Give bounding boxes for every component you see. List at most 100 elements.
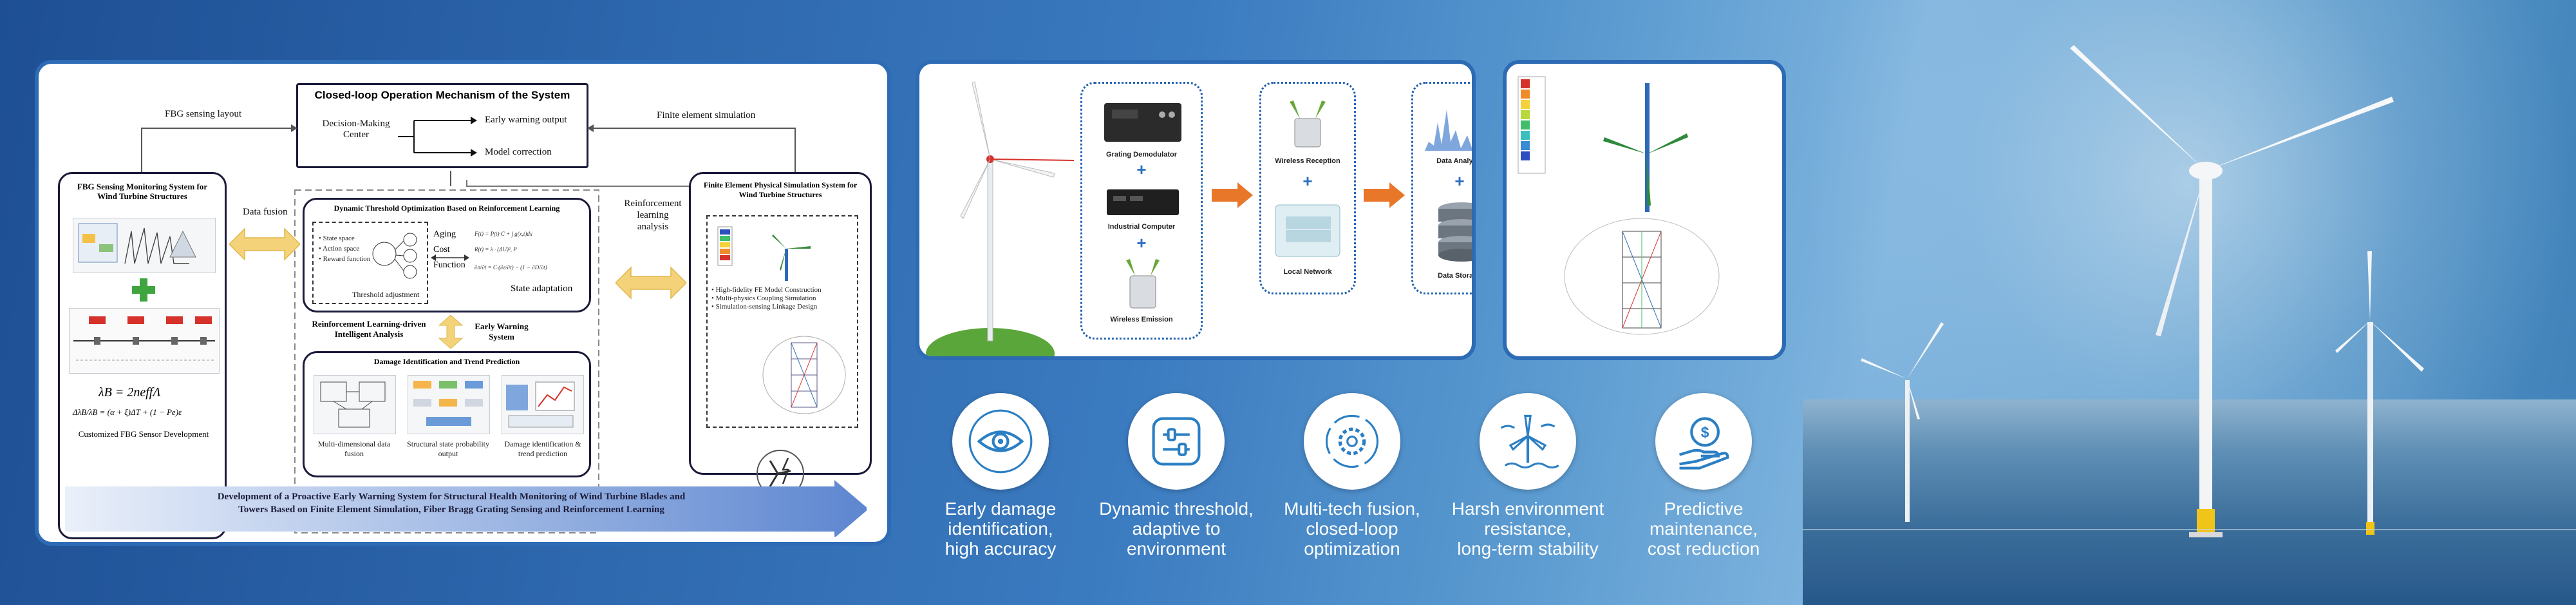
dynamic-threshold-box: Dynamic Threshold Optimization Based on … — [303, 198, 591, 312]
rl-dashed-box: • State space • Action space • Reward fu… — [312, 222, 428, 304]
early-warning-output-label: Early warning output — [485, 115, 567, 125]
wind-turbine-icon — [1500, 414, 1559, 469]
fe-item-model: • High-fidelity FE Model Construction — [711, 286, 822, 294]
data-storage-label: Data Storage — [1438, 272, 1474, 280]
feature-early-damage: Early damage identification, high accura… — [917, 393, 1084, 559]
closed-loop-arrows — [398, 117, 477, 157]
data-analysis-icon — [1425, 110, 1472, 151]
svg-text:F(t) = P(t)·C + ∫ g(x,t)dx: F(t) = P(t)·C + ∫ g(x,t)dx — [474, 231, 532, 238]
dto-title: Dynamic Threshold Optimization Based on … — [334, 204, 560, 213]
feature-line: Early damage — [945, 499, 1057, 519]
svg-text:$: $ — [1701, 424, 1709, 441]
rl-analysis-label: Reinforcement learning analysis — [624, 198, 682, 232]
damage-title: Damage Identification and Trend Predicti… — [373, 357, 520, 366]
feature-line: Dynamic threshold, — [1099, 499, 1254, 519]
closed-loop-box: Closed-loop Operation Mechanism of the S… — [296, 83, 588, 168]
fbg-sensor-array-icon — [73, 316, 215, 361]
damage-item-fusion: Multi-dimensional data fusion — [317, 439, 391, 458]
svg-text:R(t) = λ · (ΔU)², P: R(t) = λ · (ΔU)², P — [474, 246, 517, 253]
vertical-double-arrow — [438, 315, 464, 349]
banner-line-2: Towers Based on Finite Element Simulatio… — [238, 504, 664, 515]
fbg-spectrum-icon — [78, 223, 196, 264]
feature-line: cost reduction — [1647, 539, 1760, 559]
sliders-icon — [1152, 417, 1201, 466]
feature-line: resistance, — [1484, 519, 1572, 539]
feature-line: optimization — [1304, 539, 1400, 559]
banner-arrow — [65, 480, 867, 537]
fbg-spectrum-thumbnail — [73, 218, 216, 273]
feature-icon-circle — [952, 393, 1049, 490]
aging-cost-label: Aging Cost Function — [433, 229, 465, 270]
rl-items-list: • State space • Action space • Reward fu… — [319, 233, 370, 264]
state-adaptation-label: State adaptation — [511, 283, 573, 294]
state-probability-thumbnail — [408, 375, 490, 434]
local-network-label: Local Network — [1283, 268, 1332, 276]
feature-icon-circle — [1128, 393, 1225, 490]
local-network-icon — [1275, 204, 1340, 257]
fe-item-linkage: • Simulation-sensing Linkage Design — [711, 303, 818, 311]
acquisition-group: Grating Demodulator + Industrial Compute… — [1080, 82, 1203, 340]
circuit-diagram-icon — [320, 381, 386, 428]
industrial-computer-label: Industrial Computer — [1107, 223, 1176, 231]
wireless-emission-label: Wireless Emission — [1110, 316, 1173, 323]
fbg-system-box: FBG Sensing Monitoring System for Wind T… — [58, 172, 227, 539]
closed-loop-title: Closed-loop Operation Mechanism of the S… — [314, 89, 570, 101]
bidirectional-arrow-icon — [431, 254, 469, 261]
model-correction-label: Model correction — [485, 147, 552, 157]
flowchart-icon — [413, 381, 483, 426]
industrial-computer-icon — [1107, 189, 1179, 215]
analysis-group: Data Analysis + Data Storage — [1411, 82, 1474, 294]
system-diagram-panel: Closed-loop Operation Mechanism of the S… — [35, 60, 891, 546]
fbg-formula-1: λB = 2neffΛ — [99, 385, 161, 399]
orange-arrow-2 — [1364, 182, 1405, 208]
banner-line-1: Development of a Proactive Early Warning… — [217, 492, 686, 502]
svg-text:∂σ/∂t = C·(∂ε/∂t) − (1 − ∂D/∂t: ∂σ/∂t = C·(∂ε/∂t) − (1 − ∂D/∂t) — [475, 264, 547, 271]
feature-line: maintenance, — [1649, 519, 1758, 539]
rl-analysis-arrow — [616, 266, 686, 300]
plus-icon: + — [1136, 233, 1147, 253]
fe-items-list: • High-fidelity FE Model Construction • … — [711, 286, 853, 311]
transmission-group: Wireless Reception + Local Network — [1259, 82, 1356, 294]
rl-driven-label: Reinforcement Learning-driven Intelligen… — [312, 319, 426, 339]
fbg-system-title: FBG Sensing Monitoring System for Wind T… — [77, 182, 208, 201]
damage-identification-box: Damage Identification and Trend Predicti… — [303, 351, 591, 477]
fe-simulation-render — [1518, 76, 1720, 335]
hardware-panel: Grating Demodulator + Industrial Compute… — [916, 60, 1476, 360]
feature-icon-circle: $ — [1655, 393, 1752, 490]
early-warning-system-label: Early Warning System — [475, 322, 529, 341]
feature-line: high accuracy — [945, 539, 1057, 559]
fbg-caption: Customized FBG Sensor Development — [78, 429, 209, 439]
prediction-chart-icon — [506, 381, 575, 428]
feature-multi-tech: Multi-tech fusion, closed-loop optimizat… — [1268, 393, 1436, 559]
fbg-sensor-array-thumbnail — [69, 308, 220, 374]
feature-line: Predictive — [1664, 499, 1744, 519]
feature-line: environment — [1126, 539, 1227, 559]
damage-prediction-thumbnail — [502, 375, 584, 434]
sea-background — [1803, 399, 2576, 605]
wireless-reception-icon — [1290, 101, 1326, 148]
equations-icon: F(t) = P(t)·C + ∫ g(x,t)dx R(t) = λ · (Δ… — [474, 231, 547, 271]
feature-dynamic-threshold: Dynamic threshold, adaptive to environme… — [1093, 393, 1260, 559]
eye-icon — [968, 409, 1033, 474]
wireless-reception-label: Wireless Reception — [1275, 157, 1340, 165]
data-fusion-thumbnail — [314, 375, 396, 434]
plus-icon: + — [1136, 160, 1147, 179]
rl-item-state-space: • State space — [319, 235, 355, 242]
feature-line: adaptive to — [1132, 519, 1221, 539]
feature-predictive-maintenance: $ Predictive maintenance, cost reduction — [1620, 393, 1787, 559]
feature-line: identification, — [948, 519, 1053, 539]
feature-line: closed-loop — [1306, 519, 1398, 539]
feature-harsh-environment: Harsh environment resistance, long-term … — [1444, 393, 1612, 559]
banner-title: Development of a Proactive Early Warning… — [100, 490, 802, 516]
feature-line: Harsh environment — [1451, 499, 1604, 519]
grating-demodulator-label: Grating Demodulator — [1105, 151, 1177, 158]
damage-item-probability: Structural state probability output — [407, 439, 489, 458]
rl-item-action-space: • Action space — [319, 245, 360, 253]
neural-net-icon — [372, 233, 417, 279]
fe-turbine-model-icon — [717, 226, 811, 281]
data-fusion-arrow — [229, 227, 300, 261]
fe-dashed-box: • High-fidelity FE Model Construction • … — [706, 215, 858, 428]
orange-arrow-1 — [1212, 182, 1253, 208]
finite-element-simulation-label: Finite element simulation — [657, 110, 756, 120]
data-storage-icon — [1438, 202, 1472, 262]
